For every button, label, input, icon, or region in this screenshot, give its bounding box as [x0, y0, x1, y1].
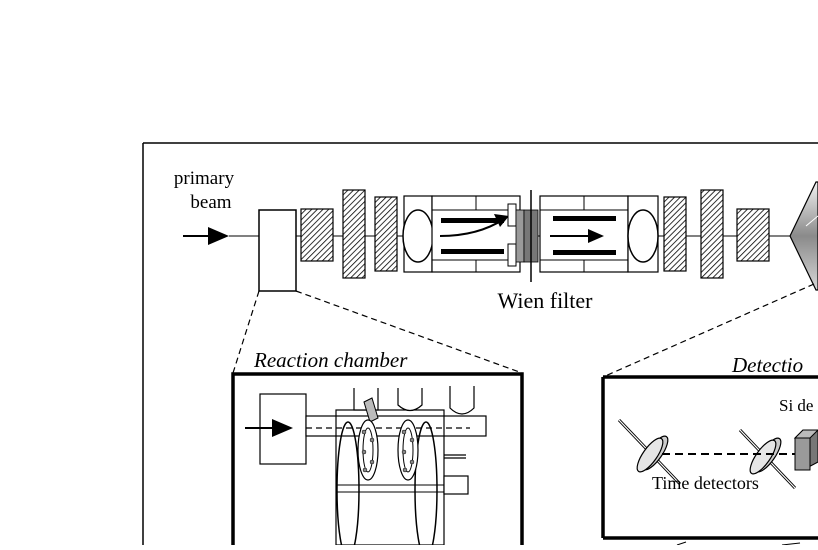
- primary-beam-label-line1: primary: [174, 168, 235, 189]
- quadrupole: [663, 196, 687, 272]
- wien-filter-label: Wien filter: [497, 288, 593, 313]
- top-port: [397, 388, 423, 412]
- zoom-lines: [232, 283, 815, 378]
- target-box: [258, 209, 297, 292]
- side-port: [443, 475, 469, 495]
- beam-tube: [305, 415, 487, 437]
- target-holder: [363, 397, 379, 423]
- top-port: [449, 386, 475, 415]
- quadrupole-group-left: [300, 189, 398, 279]
- reaction-chamber-label: Reaction chamber: [253, 348, 408, 372]
- quadrupole: [374, 196, 398, 272]
- lens-section-right: [627, 195, 659, 273]
- arrow-right-icon: [494, 214, 509, 227]
- quadrupole: [700, 189, 724, 279]
- reaction-chamber-box: [231, 372, 524, 550]
- time-detectors-label: Time detectors: [652, 473, 759, 493]
- primary-beam-label-line2: beam: [190, 192, 231, 213]
- si-detector-block-icon: [793, 429, 818, 471]
- detection-label: Detectio: [731, 353, 803, 377]
- quadrupole-group-right: [663, 189, 770, 279]
- electrode-plate: [553, 250, 616, 255]
- quadrupole: [342, 189, 366, 279]
- electrode-plate: [441, 218, 504, 223]
- target-wheel: [336, 421, 360, 550]
- detection-box: Si de Time detectors: [601, 375, 818, 540]
- wien-filter-stage-2: [539, 195, 629, 273]
- target-ring: [397, 419, 419, 481]
- quadrupole: [736, 208, 770, 262]
- arrow-right-icon: [588, 229, 604, 243]
- detector-disc-icon: [617, 418, 682, 486]
- lens-section-left: [402, 195, 434, 273]
- dipole-magnet-icon: [789, 181, 818, 291]
- target-wheel: [414, 421, 438, 550]
- quadrupole: [300, 208, 334, 262]
- central-slit: [507, 190, 539, 282]
- wien-filter-stage-1: [431, 195, 521, 273]
- arrow-right-icon: [183, 227, 229, 245]
- si-detector-label: Si de: [779, 396, 813, 415]
- arrow-right-icon: [272, 419, 293, 437]
- electrode-plate: [553, 216, 616, 221]
- outer-frame: [142, 142, 818, 545]
- electrode-plate: [441, 249, 504, 254]
- target-ring: [357, 419, 379, 481]
